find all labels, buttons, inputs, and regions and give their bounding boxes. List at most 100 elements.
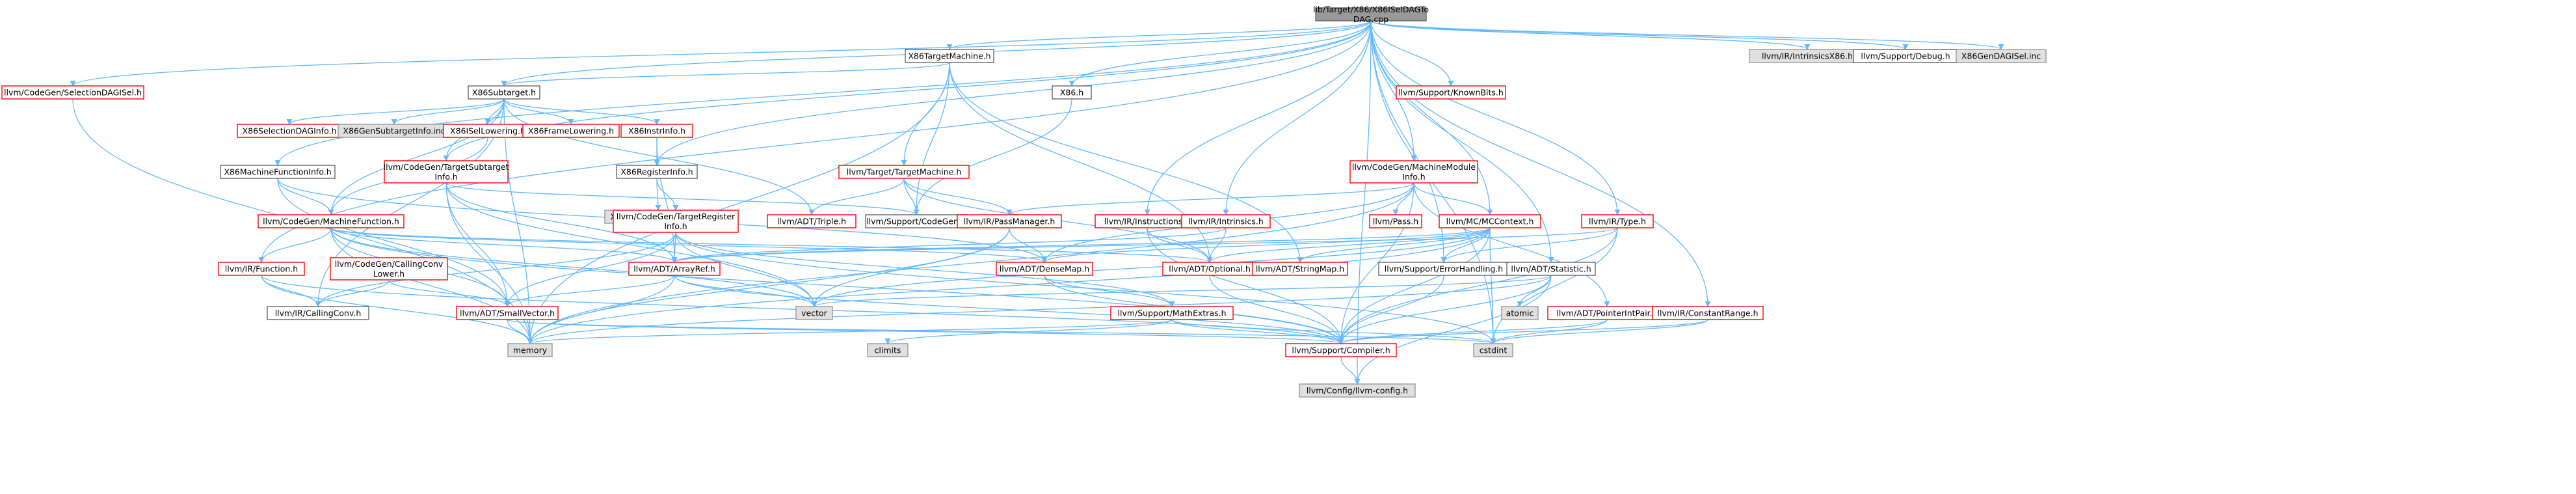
edge-type-to-compiler — [1338, 227, 1618, 344]
node-label-codegen: llvm/Support/CodeGen.h — [866, 217, 966, 226]
node-passmanager[interactable]: llvm/IR/PassManager.h — [957, 214, 1062, 228]
node-label-knownbits: llvm/Support/KnownBits.h — [1398, 88, 1504, 98]
node-type[interactable]: llvm/IR/Type.h — [1581, 214, 1654, 228]
node-targetmachine[interactable]: llvm/Target/TargetMachine.h — [838, 165, 970, 179]
node-intrinsics[interactable]: llvm/IR/Intrinsics.h — [1181, 214, 1271, 228]
node-selectiondagisel[interactable]: llvm/CodeGen/SelectionDAGISel.h — [1, 85, 144, 100]
node-box-compiler — [1285, 343, 1397, 357]
node-x86isellowering[interactable]: X86ISelLowering.h — [443, 124, 533, 138]
node-box-atomic — [1501, 306, 1539, 320]
node-intrinsicsx86[interactable]: llvm/IR/IntrinsicsX86.h — [1749, 49, 1866, 63]
node-knownbits[interactable]: llvm/Support/KnownBits.h — [1396, 85, 1506, 100]
node-label-intrinsics: llvm/IR/Intrinsics.h — [1188, 217, 1264, 226]
node-codegen[interactable]: llvm/Support/CodeGen.h — [865, 214, 968, 228]
edge-type-to-arrayref — [671, 227, 1618, 263]
node-x86h[interactable]: X86.h — [1052, 85, 1092, 100]
node-atomic[interactable]: atomic — [1501, 306, 1539, 320]
node-densemap[interactable]: llvm/ADT/DenseMap.h — [996, 262, 1093, 276]
node-optional[interactable]: llvm/ADT/Optional.h — [1162, 262, 1257, 276]
edge-mccontext-to-densemap — [1041, 227, 1491, 263]
node-memory[interactable]: memory — [507, 343, 553, 357]
node-mathextras[interactable]: llvm/Support/MathExtras.h — [1110, 306, 1234, 320]
node-box-stringmap — [1252, 262, 1348, 276]
node-label-memory: memory — [513, 346, 548, 355]
node-cstdint[interactable]: cstdint — [1473, 343, 1513, 357]
node-triple[interactable]: llvm/ADT/Triple.h — [767, 214, 856, 228]
node-x86gensubtargetinfo[interactable]: X86GenSubtargetInfo.inc — [338, 124, 451, 138]
node-box-type — [1581, 214, 1654, 228]
node-compiler[interactable]: llvm/Support/Compiler.h — [1285, 343, 1397, 357]
node-x86gendagisel[interactable]: X86GenDAGISel.inc — [1956, 49, 2047, 63]
node-label-targetregisterinfo: Info.h — [664, 221, 687, 231]
edge-machinefunction-to-memory — [330, 227, 533, 344]
node-box-knownbits — [1396, 85, 1506, 100]
node-machinefunction[interactable]: llvm/CodeGen/MachineFunction.h — [258, 214, 405, 228]
node-label-machinefunction: llvm/CodeGen/MachineFunction.h — [263, 217, 399, 226]
node-label-pointerintpair: llvm/ADT/PointerIntPair.h — [1556, 309, 1657, 318]
edge-smallvector-to-compiler — [507, 319, 1344, 344]
node-box-smallvector — [456, 306, 559, 320]
node-box-arrayref — [628, 262, 721, 276]
node-box-climits — [867, 343, 909, 357]
node-stringmap[interactable]: llvm/ADT/StringMap.h — [1252, 262, 1348, 276]
node-box-mathextras — [1110, 306, 1234, 320]
edge-arrayref-to-memory — [527, 275, 675, 344]
node-label-callingconvlower: llvm/CodeGen/CallingConv — [335, 259, 444, 269]
node-x86subtarget[interactable]: X86Subtarget.h — [468, 85, 540, 100]
node-function[interactable]: llvm/IR/Function.h — [218, 262, 305, 276]
edge-mccontext-to-cstdint — [1489, 227, 1496, 344]
edge-statistic-to-memory — [527, 275, 1552, 344]
node-statistic[interactable]: llvm/ADT/Statistic.h — [1506, 262, 1596, 276]
node-label-type: llvm/IR/Type.h — [1589, 217, 1646, 226]
node-mccontext[interactable]: llvm/MC/MCContext.h — [1439, 214, 1541, 228]
node-x86framelowering[interactable]: X86FrameLowering.h — [522, 124, 620, 138]
node-pointerintpair[interactable]: llvm/ADT/PointerIntPair.h — [1547, 306, 1667, 320]
node-x86targetmachine[interactable]: X86TargetMachine.h — [905, 49, 994, 63]
node-constantrange[interactable]: llvm/IR/ConstantRange.h — [1652, 306, 1764, 320]
node-label-densemap: llvm/ADT/DenseMap.h — [1000, 264, 1089, 274]
edge-pointerintpair-to-cstdint — [1490, 319, 1608, 344]
node-x86instrinfo[interactable]: X86InstrInfo.h — [620, 124, 693, 138]
node-llvmconfig[interactable]: llvm/Config/llvm-config.h — [1299, 383, 1416, 398]
node-pass[interactable]: llvm/Pass.h — [1369, 214, 1422, 228]
node-label-x86gendagisel: X86GenDAGISel.inc — [1961, 51, 2041, 61]
node-box-x86h — [1052, 85, 1092, 100]
edge-machinemoduleinfo-to-mccontext — [1413, 182, 1493, 215]
edge-root-to-intrinsicsx86 — [1370, 20, 1811, 50]
edge-targetmachine-to-passmanager — [903, 178, 1013, 215]
node-climits[interactable]: climits — [867, 343, 909, 357]
edge-x86subtarget-to-x86instrinfo — [503, 98, 660, 125]
node-label-intrinsicsx86: llvm/IR/IntrinsicsX86.h — [1762, 51, 1853, 61]
node-x86selectiondaginfo[interactable]: X86SelectionDAGInfo.h — [237, 124, 342, 138]
edge-root-to-debug — [1370, 20, 1909, 50]
node-smallvector[interactable]: llvm/ADT/SmallVector.h — [456, 306, 559, 320]
edge-targetmachine-to-triple — [808, 178, 905, 215]
edge-statistic-to-compiler — [1338, 275, 1552, 344]
edge-machinemoduleinfo-to-pointerintpair — [1413, 182, 1610, 307]
edge-root-to-x86targetmachine — [946, 20, 1372, 50]
node-errorhandling[interactable]: llvm/Support/ErrorHandling.h — [1378, 262, 1509, 276]
edge-x86targetmachine-to-codegen — [913, 62, 950, 215]
node-box-callingconv — [267, 306, 369, 320]
node-x86registerinfo[interactable]: X86RegisterInfo.h — [616, 165, 698, 179]
node-vector[interactable]: vector — [795, 306, 833, 320]
node-debug[interactable]: llvm/Support/Debug.h — [1853, 49, 1958, 63]
edge-densemap-to-mathextras — [1044, 275, 1175, 307]
node-x86machinefunctioninfo[interactable]: X86MachineFunctionInfo.h — [220, 165, 336, 179]
node-arrayref[interactable]: llvm/ADT/ArrayRef.h — [628, 262, 721, 276]
edge-root-to-machinemoduleinfo — [1370, 20, 1417, 161]
node-label-vector: vector — [801, 309, 828, 318]
node-instructions[interactable]: llvm/IR/Instructions.h — [1095, 214, 1200, 228]
edge-targetmachine-to-codegen — [903, 178, 920, 215]
node-label-stringmap: llvm/ADT/StringMap.h — [1256, 264, 1344, 274]
node-box-mccontext — [1439, 214, 1541, 228]
node-callingconv[interactable]: llvm/IR/CallingConv.h — [267, 306, 369, 320]
edge-compiler-to-llvmconfig — [1340, 356, 1361, 385]
